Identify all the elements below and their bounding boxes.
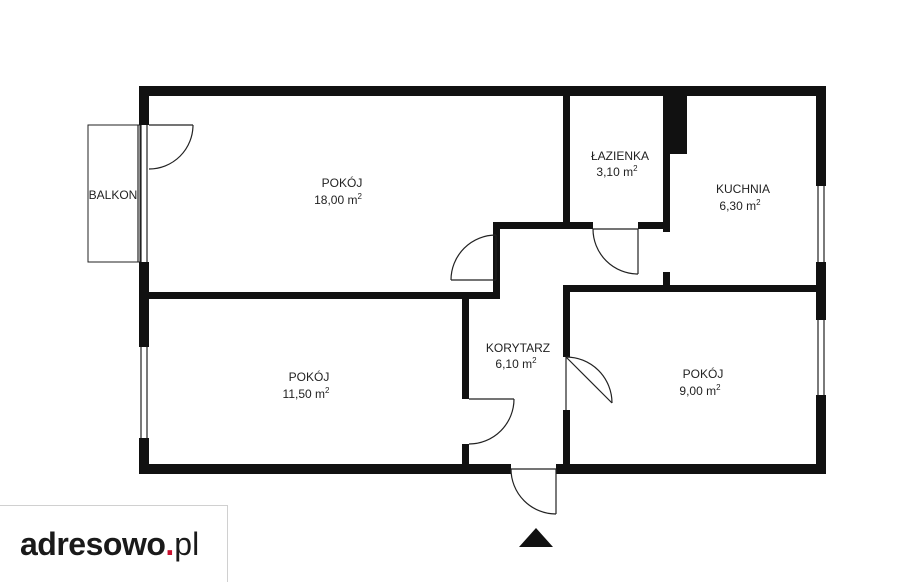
room2-name: POKÓJ bbox=[289, 369, 330, 384]
logo-tld: pl bbox=[174, 525, 200, 562]
room1-name: POKÓJ bbox=[322, 175, 363, 190]
bathroom-name: ŁAZIENKA bbox=[591, 149, 649, 163]
room3-area: 9,00 m2 bbox=[679, 383, 721, 398]
adresowo-logo: adresowo.pl bbox=[0, 505, 228, 582]
kitchen-name: KUCHNIA bbox=[716, 182, 770, 196]
outer-walls bbox=[139, 86, 826, 474]
balcony-outline bbox=[87, 124, 141, 263]
interior-walls bbox=[149, 96, 816, 464]
kitchen-area: 6,30 m2 bbox=[719, 198, 761, 213]
room3-name: POKÓJ bbox=[683, 366, 724, 381]
hallway-name: KORYTARZ bbox=[486, 341, 550, 355]
logo-main-text: adresowo bbox=[20, 525, 166, 562]
room2-area: 11,50 m2 bbox=[283, 386, 330, 401]
logo-dot: . bbox=[165, 525, 175, 562]
balcony-label: BALKON bbox=[89, 188, 138, 202]
entrance-arrow-icon bbox=[519, 528, 553, 547]
bathroom-area: 3,10 m2 bbox=[596, 164, 638, 179]
hallway-area: 6,10 m2 bbox=[495, 356, 537, 371]
room1-area: 18,00 m2 bbox=[314, 192, 362, 207]
windows bbox=[140, 125, 825, 438]
doors bbox=[148, 124, 639, 515]
